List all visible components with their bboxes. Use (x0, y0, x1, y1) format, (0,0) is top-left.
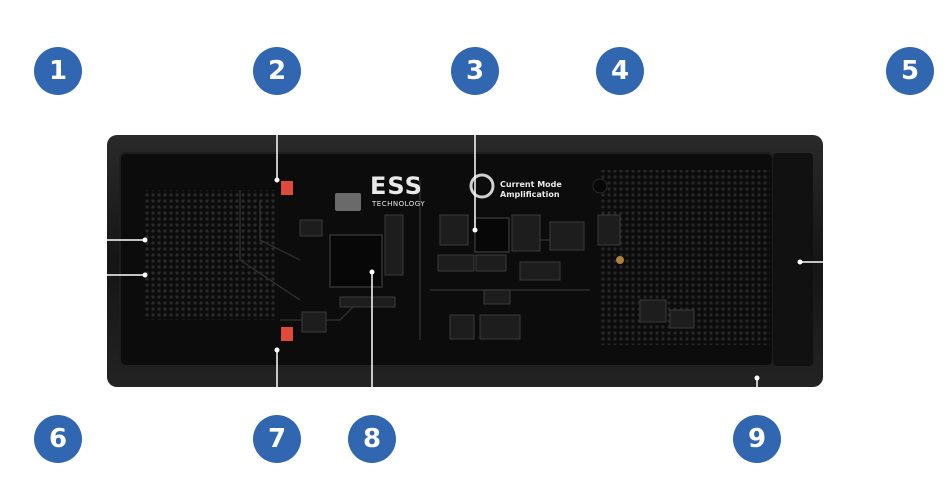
smd-components (299, 214, 695, 340)
callout-badge-8: 8 (348, 415, 396, 463)
top-led (281, 181, 293, 195)
board-end-right (773, 153, 813, 366)
ess-logo-sub: TECHNOLOGY (372, 200, 426, 208)
callout-badge-4: 4 (596, 47, 644, 95)
main-dac-chip (329, 234, 383, 288)
callout-line-1 (57, 95, 145, 241)
callout-badge-3: 3 (451, 47, 499, 95)
chip-caption-line-2: Amplification (500, 190, 560, 199)
mount-hole (592, 178, 608, 194)
callout-badge-7: 7 (253, 415, 301, 463)
amp-chip (474, 217, 510, 253)
left-grill (145, 190, 275, 320)
amplification-logo-mark (469, 173, 495, 199)
callout-badge-1: 1 (34, 47, 82, 95)
callout-badge-6: 6 (34, 415, 82, 463)
callout-badge-9: 9 (733, 415, 781, 463)
callout-line-6 (57, 274, 145, 412)
callout-lines (57, 95, 911, 412)
callout-badge-2: 2 (253, 47, 301, 95)
test-pad (616, 256, 624, 264)
callout-badge-5: 5 (886, 47, 934, 95)
callout-line-5 (800, 95, 911, 263)
crystal-oscillator (335, 193, 361, 211)
ess-logo: ESS (370, 172, 423, 200)
chip-caption-line-1: Current Mode (500, 180, 562, 189)
callout-dots (142, 125, 803, 381)
bottom-led (281, 327, 293, 341)
